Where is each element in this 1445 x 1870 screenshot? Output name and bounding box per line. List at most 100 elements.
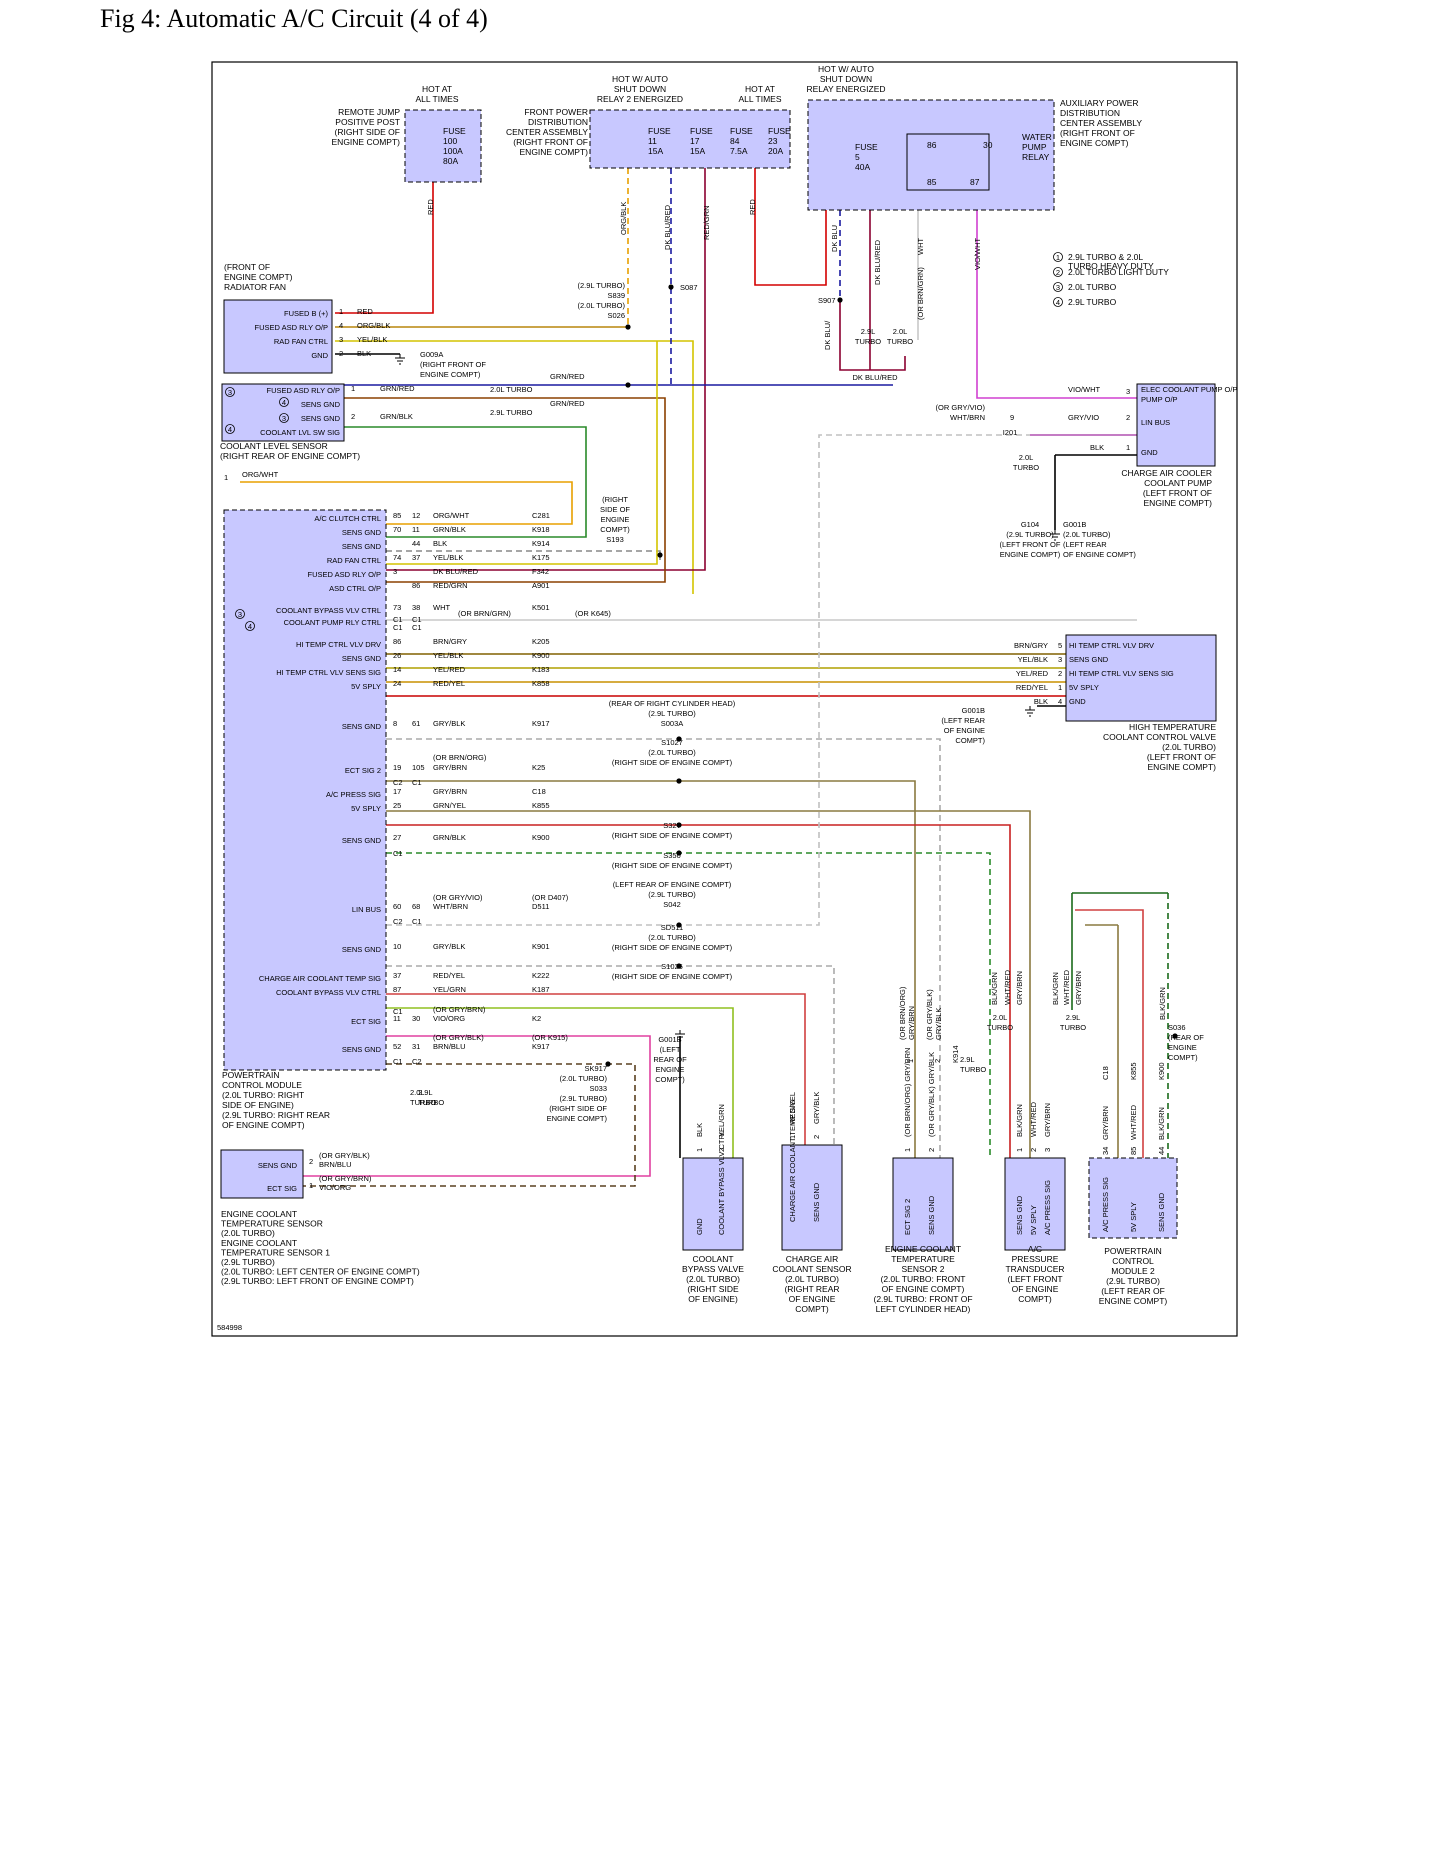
label: (2.0L TURBO: FRONT — [880, 1274, 965, 1284]
wire-color-label: VIO/WHT — [973, 238, 982, 270]
ect1-box — [220, 1149, 304, 1199]
component-wire-color: (OR GRY/BLK) GRY/BLK — [927, 1052, 936, 1137]
wire-color-label: DK BLU/RED — [663, 204, 672, 250]
label: 70 — [393, 525, 401, 534]
component-pin-number: 3 — [1043, 1148, 1052, 1152]
label: 3 — [1058, 655, 1062, 664]
pcm-wire-color: BRN/GRY — [433, 637, 467, 646]
label: 73 — [393, 603, 401, 612]
label: (2.9L TURBO: LEFT FRONT OF ENGINE COMPT) — [221, 1276, 414, 1286]
label: (OR GRY/VIO) — [936, 403, 986, 412]
note-number: 4 — [1056, 298, 1060, 307]
label: YEL/BLK — [1018, 655, 1048, 664]
label: 8 — [393, 719, 397, 728]
pcm-circuit: K855 — [532, 801, 550, 810]
ground-symbol — [675, 1033, 685, 1041]
component-pin-number: 2 — [1029, 1148, 1038, 1152]
label: RED/YEL — [1016, 683, 1048, 692]
label: (RIGHT FRONT OF — [513, 137, 588, 147]
label: 10 — [393, 942, 401, 951]
label: 7.5A — [730, 146, 748, 156]
components-layer — [220, 99, 1217, 1251]
note-number: 4 — [228, 425, 232, 434]
label: (OR BRN/ORG) — [898, 986, 907, 1040]
splice-dot — [676, 922, 682, 928]
connector-id: C1 — [393, 1007, 403, 1016]
label: S036 — [1168, 1023, 1186, 1032]
label: GRN/RED — [550, 372, 585, 381]
note-number: 1 — [1056, 253, 1060, 262]
label: HOT W/ AUTO — [818, 64, 874, 74]
pcm-circuit: K183 — [532, 665, 550, 674]
label: (2.0L TURBO) — [221, 1228, 275, 1238]
label: TRANSDUCER — [1005, 1264, 1064, 1274]
component-wire-color: (OR BRN/ORG) GRY/BRN — [903, 1048, 912, 1137]
wire-wht-brn-lin — [386, 434, 1030, 926]
note-number: 4 — [248, 622, 252, 631]
label: OF ENGINE COMPT) — [1063, 550, 1136, 559]
label: (OR GRY/VIO) — [433, 893, 483, 902]
label: (OR GRY/BLK) — [925, 989, 934, 1040]
connector-id: C1 — [412, 623, 422, 632]
label: BLK/GRN — [990, 972, 999, 1005]
pcm-wire-color: GRY/BRN — [433, 787, 467, 796]
label: (2.9L TURBO: RIGHT REAR — [222, 1110, 330, 1120]
label: 60 — [393, 902, 401, 911]
label: 85 — [393, 511, 401, 520]
component-wire-color: BLK/GRN — [1157, 1107, 1166, 1140]
label: GRN/BLK — [380, 412, 413, 421]
label: YEL/RED — [1016, 669, 1049, 678]
label: (RIGHT FRONT OF — [1060, 128, 1135, 138]
label: (2.9L TURBO) — [648, 890, 696, 899]
label: 5V SPLY — [1069, 683, 1099, 692]
diagram-frame — [211, 61, 1238, 1337]
label: WATER — [1022, 132, 1052, 142]
label: 2.0L TURBO — [490, 385, 533, 394]
connector-id: C2 — [412, 1057, 422, 1066]
pcm-circuit: K175 — [532, 553, 550, 562]
label: FUSE — [690, 126, 713, 136]
label: CENTER ASSEMBLY — [1060, 118, 1142, 128]
label: S026 — [607, 311, 625, 320]
component-pin-name: SENS GND — [812, 1182, 821, 1222]
component-pin-name: A/C PRESS SIG — [1043, 1180, 1052, 1235]
label: BYPASS VALVE — [682, 1264, 744, 1274]
label: (FRONT OF — [224, 262, 270, 272]
pcm-wire-color: GRY/BLK — [433, 719, 465, 728]
label: 37 — [412, 553, 420, 562]
label: TURBO — [1013, 463, 1039, 472]
label: TEMPERATURE — [891, 1254, 955, 1264]
label: COOLANT CONTROL VALVE — [1103, 732, 1216, 742]
wire-grn-yel — [386, 824, 1011, 1158]
note-symbol — [225, 424, 235, 434]
wire-brn-blu — [303, 1063, 636, 1187]
label: (LEFT FRONT — [1007, 1274, 1062, 1284]
label: RELAY ENERGIZED — [806, 84, 885, 94]
label: (OR BRN/GRN) — [458, 609, 511, 618]
label: ENGINE COMPT) — [1144, 498, 1213, 508]
label: ENGINE — [656, 1065, 685, 1074]
label: POWERTRAIN — [1104, 1246, 1161, 1256]
splice-dot — [676, 822, 682, 828]
label: ENGINE COOLANT — [221, 1238, 297, 1248]
label: 80A — [443, 156, 458, 166]
label: (LEFT — [660, 1045, 681, 1054]
label: 2.0L — [893, 327, 908, 336]
pcm-wire-color: VIO/ORG — [433, 1014, 465, 1023]
label: 11 — [393, 1014, 401, 1023]
label: COMPT) — [655, 1075, 685, 1084]
pcm-wire-color: WHT — [433, 603, 450, 612]
pcm-pin-name: ECT SIG — [351, 1017, 381, 1026]
label: 37 — [393, 971, 401, 980]
pcm-pin-name: SENS GND — [342, 1045, 382, 1054]
wire-grn-blk-k900 — [386, 852, 991, 1158]
label: S907 — [818, 296, 836, 305]
label: S1027 — [661, 738, 683, 747]
hi-temp-valve-box — [1065, 634, 1217, 722]
wire-gry-brn-c18 — [386, 810, 1031, 1158]
component-pin-number: 2 — [927, 1148, 936, 1152]
label: 87 — [970, 177, 980, 187]
figure-number: 584998 — [217, 1323, 242, 1332]
label: 2.9L — [960, 1055, 975, 1064]
note-symbol — [1053, 282, 1063, 292]
